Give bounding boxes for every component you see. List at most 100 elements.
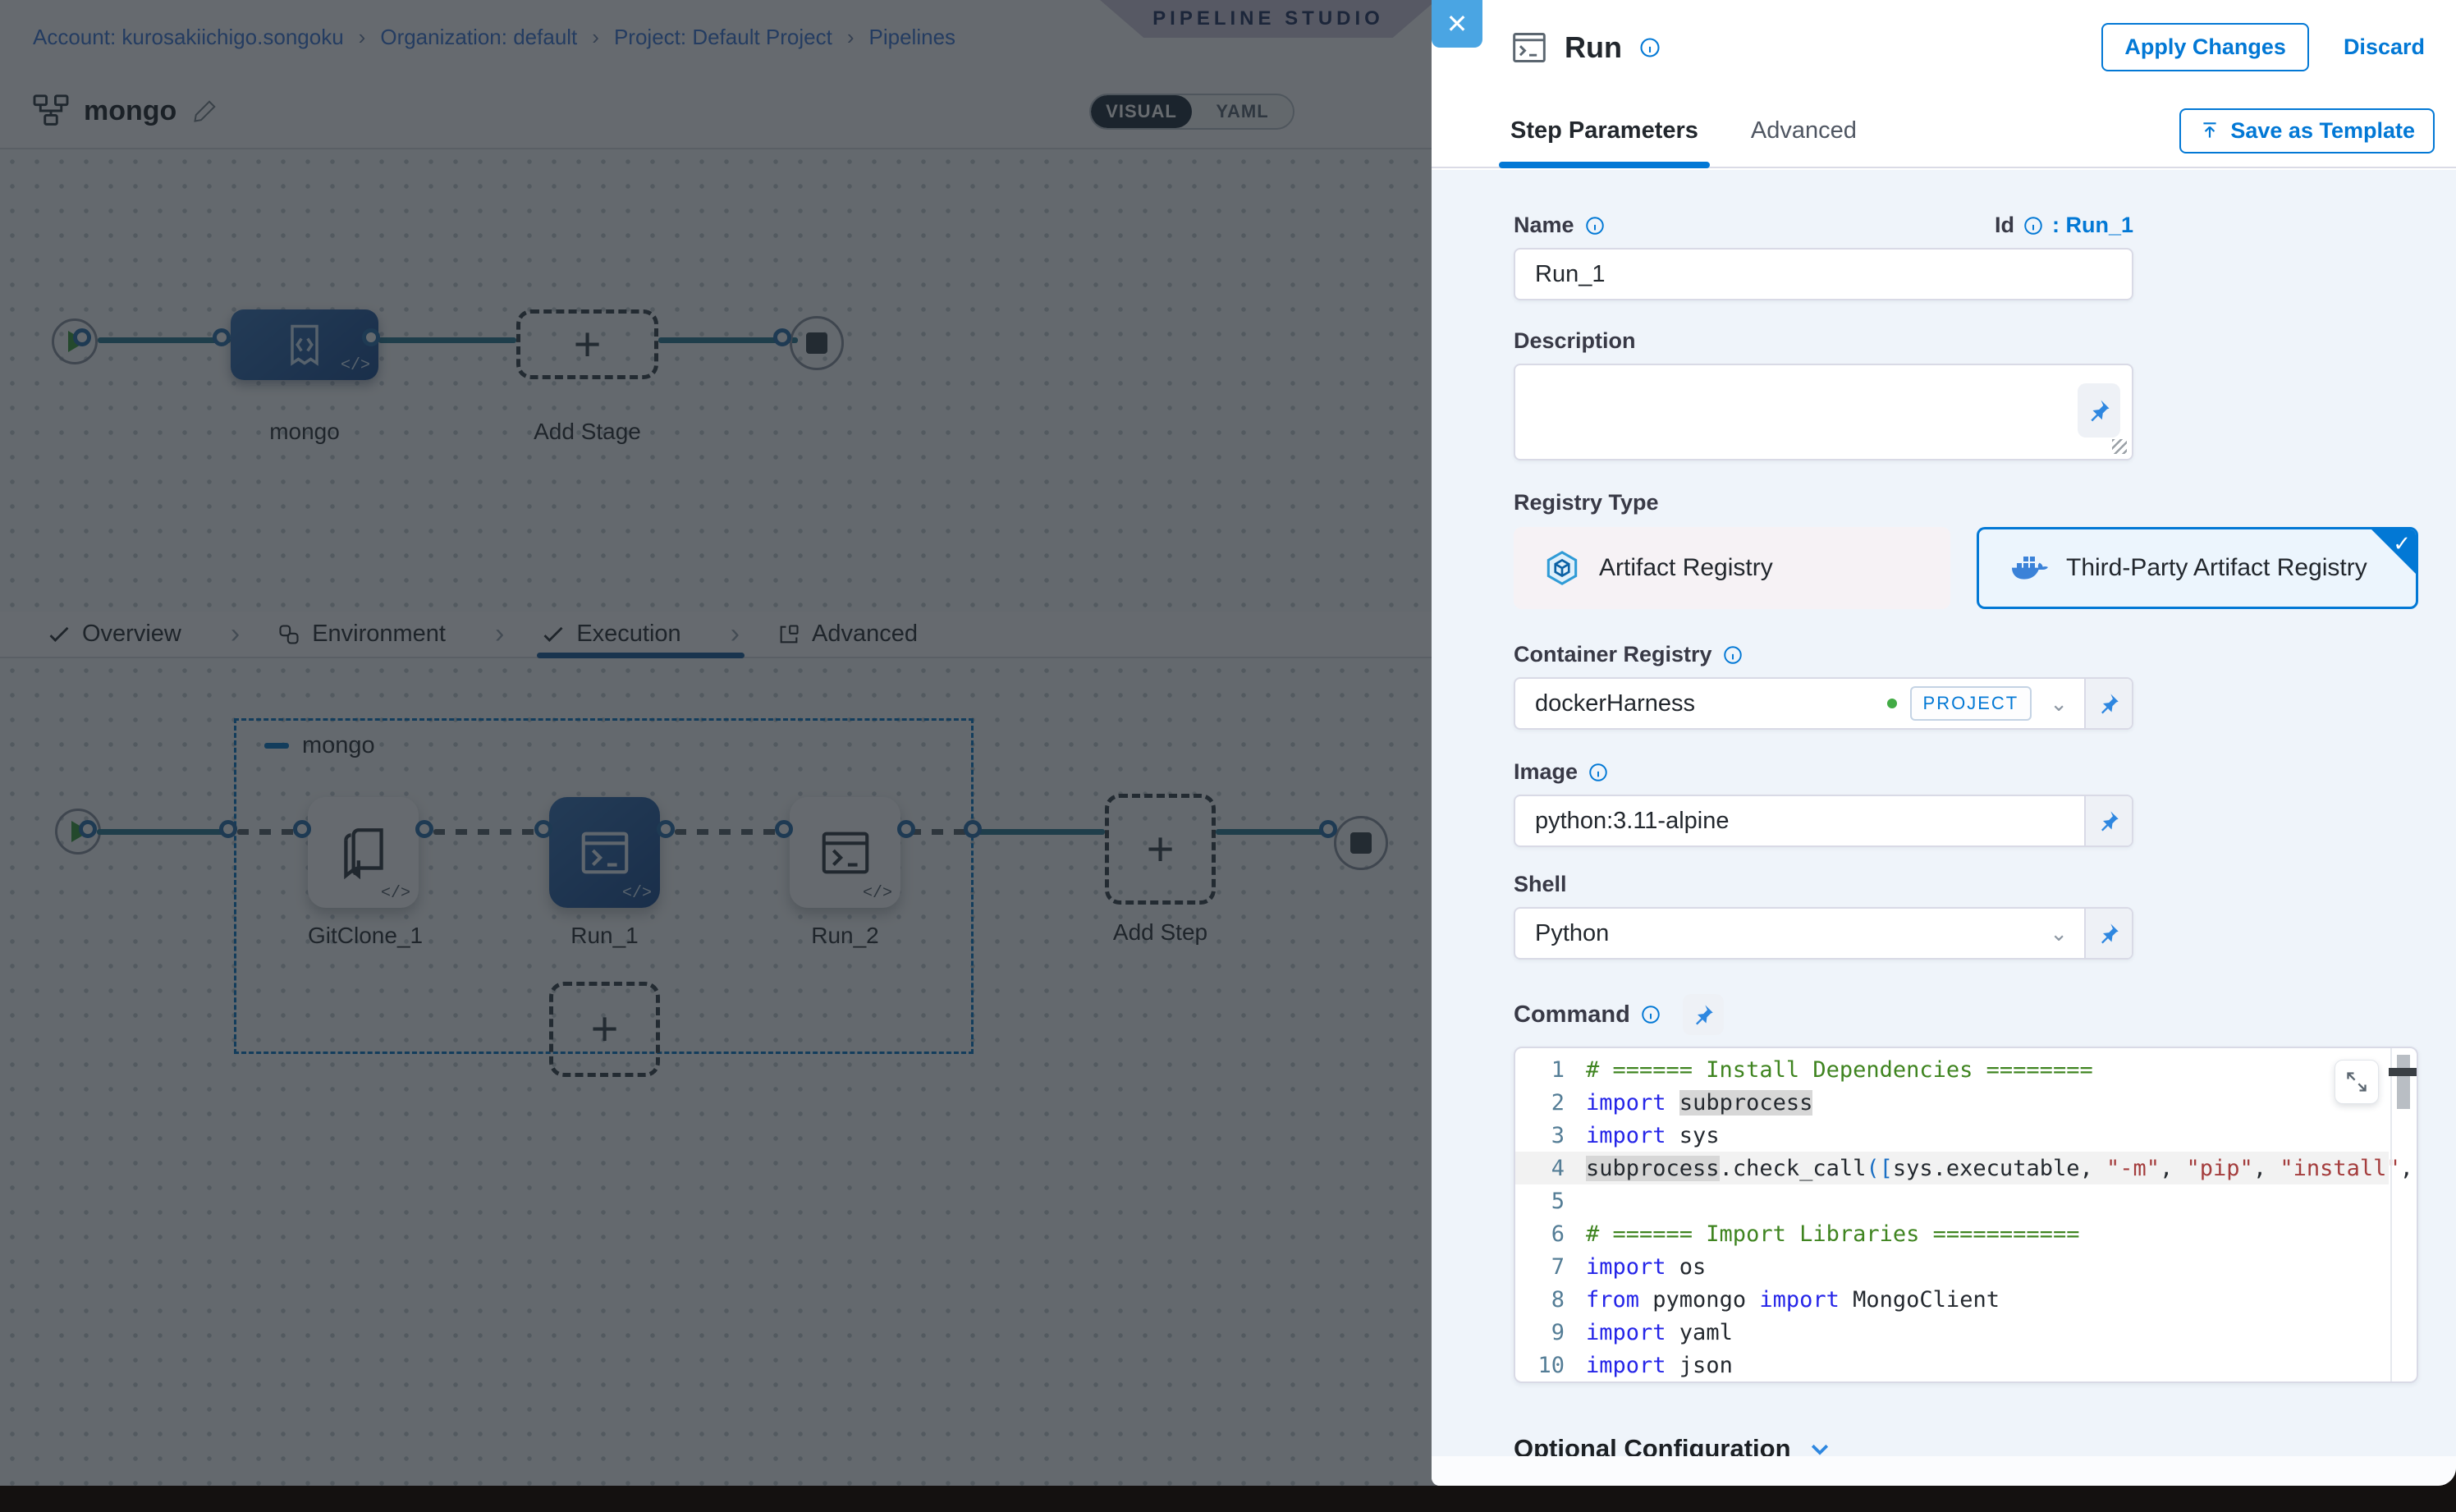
chevron-down-icon[interactable]: ⌄ [2050,690,2068,716]
container-registry-field[interactable]: dockerHarness PROJECT ⌄ [1514,677,2133,730]
breadcrumb-separator: › [358,24,366,49]
close-panel-button[interactable]: ✕ [1432,0,1482,48]
add-stage-label: Add Stage [534,419,641,444]
description-textarea[interactable] [1514,364,2133,460]
add-parallel-step-node[interactable]: + [549,982,660,1077]
shell-select[interactable]: Python ⌄ [1514,907,2133,960]
step-config-panel: Run Apply Changes Discard Step Parameter… [1432,0,2456,1486]
step-node-run-1[interactable]: </> [549,797,660,908]
connector-ring [1319,820,1337,838]
pin-button[interactable] [2084,679,2132,728]
panel-bottom-strip [1432,1456,2456,1486]
check-icon [543,626,563,642]
add-step-label: Add Step [1112,919,1208,945]
code-badge: </> [621,884,652,903]
code-line[interactable]: 5 [1551,1188,1565,1214]
pin-button[interactable] [1682,994,1724,1035]
code-badge: </> [380,884,410,903]
stage-group-header[interactable]: mongo [264,732,375,759]
scrollbar-thumb[interactable] [2397,1055,2410,1109]
tab-advanced[interactable]: Advanced [777,612,918,657]
info-icon[interactable] [2023,215,2044,236]
code-line[interactable]: 1# ====== Install Dependencies ======== [1551,1056,2093,1083]
connector-ring [897,820,915,838]
tab-environment[interactable]: Environment › [277,612,504,657]
step-node-gitclone-1[interactable]: </> [308,797,419,908]
expand-editor-button[interactable] [2335,1060,2379,1104]
tab-overview[interactable]: Overview › [48,612,240,657]
terminal-icon [581,832,628,873]
breadcrumb-project[interactable]: Project: Default Project [613,24,832,49]
step-id-value[interactable]: : Run_1 [2051,213,2133,237]
command-code-editor[interactable]: 1# ====== Install Dependencies ======== 2… [1514,1047,2418,1383]
stage-node-mongo[interactable]: </> [231,309,378,380]
stage-label: mongo [269,419,340,444]
save-as-template-button[interactable]: Save as Template [2179,108,2435,153]
info-icon[interactable] [1638,36,1661,59]
tab-execution[interactable]: Execution › [537,612,745,658]
chevron-down-icon[interactable]: ⌄ [2050,920,2068,946]
info-icon[interactable] [1722,644,1743,666]
tab-advanced-panel[interactable]: Advanced [1750,117,1857,144]
edit-pencil-icon[interactable] [193,99,218,123]
custom-stage-icon [291,324,318,366]
advanced-icon [780,624,799,643]
registry-option-third-party[interactable]: Third-Party Artifact Registry ✓ [1977,527,2418,609]
graph-edge-dotted [675,829,790,835]
image-field[interactable]: python:3.11-alpine [1514,795,2133,847]
execution-end-node [1334,816,1388,870]
registry-type-label: Registry Type [1514,490,1659,515]
name-input[interactable]: Run_1 [1514,248,2133,300]
connector-ring [415,820,433,838]
step-parameters-form: Name Id : Run_1 Run_1 Description Reg [1432,170,2456,1463]
pipeline-title: mongo [84,94,177,126]
image-value: python:3.11-alpine [1535,807,1730,834]
info-icon[interactable] [1584,215,1606,236]
visual-yaml-toggle[interactable]: VISUAL YAML [1089,94,1294,130]
step-node-run-2[interactable]: </> [790,797,900,908]
registry-option-artifact[interactable]: Artifact Registry [1514,527,1950,609]
scope-badge: PROJECT [1909,686,2032,721]
toggle-yaml[interactable]: YAML [1216,101,1269,121]
pin-icon [2091,400,2110,422]
step-label-run-2: Run_2 [811,923,879,948]
editor-scrollbar[interactable] [2389,1048,2417,1381]
terminal-icon [1513,32,1546,62]
shell-label: Shell [1514,872,1567,896]
terminal-icon [822,832,868,873]
info-icon[interactable] [1588,762,1609,783]
pin-button[interactable] [2084,909,2132,958]
plus-icon: + [590,1002,619,1056]
info-icon[interactable] [1640,1004,1661,1025]
stage-graph-canvas: </> + mongo Add Stage [0,149,1482,612]
pin-button[interactable] [2078,383,2120,438]
breadcrumb-account[interactable]: Account: kurosakiichigo.songoku [33,24,344,49]
pipeline-studio: Account: kurosakiichigo.songoku › Organi… [0,0,1482,1486]
pipeline-phase-tabs: Overview › Environment › Execution › Adv… [0,612,1482,658]
container-registry-value: dockerHarness [1535,690,1696,717]
scroll-marker [2389,1068,2417,1076]
add-stage-node[interactable]: + [516,309,658,379]
discard-button[interactable]: Discard [2343,34,2425,59]
apply-changes-button[interactable]: Apply Changes [2101,23,2309,71]
add-step-node[interactable]: + [1105,794,1216,905]
breadcrumb-organization[interactable]: Organization: default [380,24,578,49]
toggle-visual[interactable]: VISUAL [1091,95,1192,128]
connectivity-dot [1886,699,1897,708]
graph-edge [378,337,516,343]
code-line[interactable]: 6# ====== Import Libraries =========== [1551,1221,2080,1247]
breadcrumb-pipelines[interactable]: Pipelines [868,24,956,49]
graph-edge-dotted [433,829,549,835]
command-code-lines[interactable]: 1# ====== Install Dependencies ======== 2… [1515,1053,2413,1381]
collapse-minus-icon[interactable] [264,743,289,749]
fullscreen-icon [2347,1072,2367,1092]
pin-button[interactable] [2084,796,2132,845]
tab-step-parameters[interactable]: Step Parameters [1499,94,1710,168]
